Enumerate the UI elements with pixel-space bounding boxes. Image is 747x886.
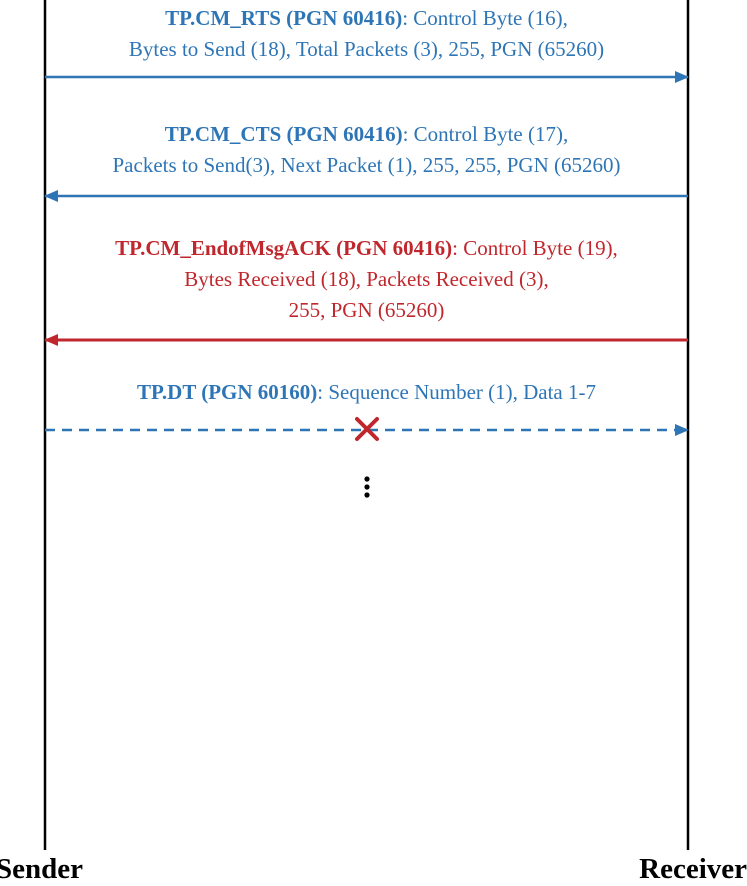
dt-message-label: TP.DT (PGN 60160): Sequence Number (1), … [45,377,688,408]
endofmsgack-message-label: TP.CM_EndofMsgACK (PGN 60416): Control B… [45,233,688,326]
endofmsgack-message-detail-2: Bytes Received (18), Packets Received (3… [184,267,549,291]
endofmsgack-message-name: TP.CM_EndofMsgACK (PGN 60416) [115,236,453,260]
dt-message-name: TP.DT (PGN 60160) [137,380,318,404]
cts-message-label: TP.CM_CTS (PGN 60416): Control Byte (17)… [45,119,688,181]
endofmsgack-message-detail-1: : Control Byte (19), [452,236,618,260]
rts-message-detail-2: Bytes to Send (18), Total Packets (3), 2… [128,37,605,61]
receiver-label: Receiver [639,853,747,885]
cts-message-detail-1: : Control Byte (17), [402,122,569,146]
rts-message-label: TP.CM_RTS (PGN 60416): Control Byte (16)… [45,3,688,65]
dt-message-detail-1: : Sequence Number (1), Data 1-7 [317,380,596,404]
endofmsgack-message-detail-3: 255, PGN (65260) [288,298,445,322]
rts-message-detail-1: : Control Byte (16), [402,6,568,30]
cts-message-name: TP.CM_CTS (PGN 60416) [164,122,403,146]
rts-message-name: TP.CM_RTS (PGN 60416) [165,6,403,30]
sender-label: Sender [0,853,83,885]
cts-message-detail-2: Packets to Send(3), Next Packet (1), 255… [112,153,621,177]
lost-packet-cross-icon [355,417,379,441]
vertical-ellipsis-icon [364,476,370,498]
